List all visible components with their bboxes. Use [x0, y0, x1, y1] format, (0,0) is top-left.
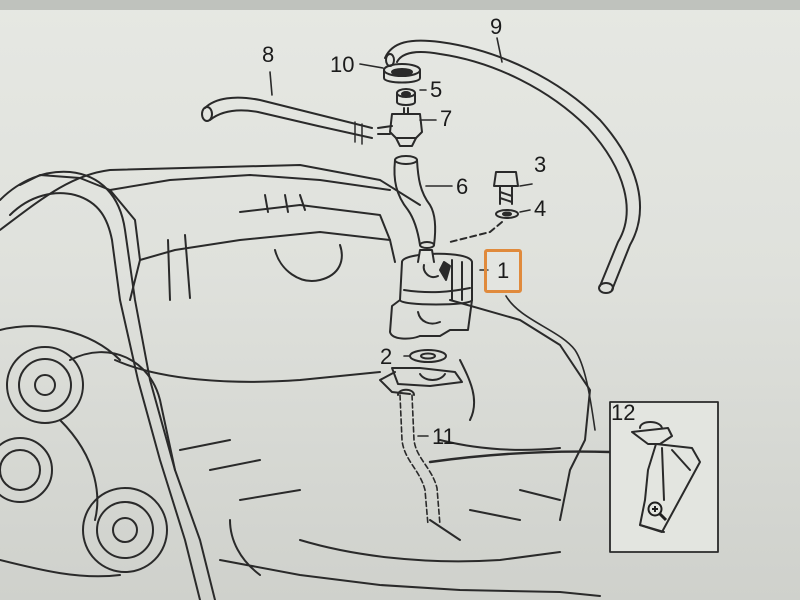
drain-pipe-11 — [399, 394, 441, 526]
hose-8 — [201, 96, 373, 145]
magnifier-zoom-in-icon[interactable] — [646, 500, 668, 522]
mounting-flange — [379, 367, 463, 395]
bolt-3 — [493, 171, 519, 205]
engine-block — [0, 164, 601, 597]
gasket-2 — [409, 349, 447, 363]
callout-11[interactable]: 11 — [432, 424, 455, 449]
callout-6[interactable]: 6 — [456, 174, 469, 199]
leader-lines — [269, 37, 612, 464]
valve-7 — [377, 107, 423, 147]
callout-5[interactable]: 5 — [430, 77, 443, 102]
callout-7[interactable]: 7 — [440, 106, 453, 131]
callout-1-selected[interactable]: 1 — [484, 249, 523, 293]
cap-10 — [383, 63, 421, 84]
callout-9[interactable]: 9 — [490, 14, 503, 39]
hose-9 — [384, 39, 641, 294]
washer-4 — [495, 209, 519, 219]
callout-2[interactable]: 2 — [380, 344, 393, 369]
timing-belt-and-pulleys — [0, 170, 216, 600]
callout-4[interactable]: 4 — [534, 196, 547, 221]
drain-pipe-top — [397, 388, 415, 396]
inset-detail-12 — [609, 401, 719, 553]
oil-separator-1 — [389, 249, 473, 340]
callout-8[interactable]: 8 — [262, 42, 275, 67]
callout-12[interactable]: 12 — [611, 400, 636, 425]
bolt-leader-dashed — [449, 221, 503, 243]
monitor-bezel — [0, 0, 800, 10]
grommet-5 — [396, 88, 416, 106]
hose-6 — [393, 155, 437, 249]
callout-3[interactable]: 3 — [534, 152, 547, 177]
callout-10[interactable]: 10 — [330, 52, 355, 77]
